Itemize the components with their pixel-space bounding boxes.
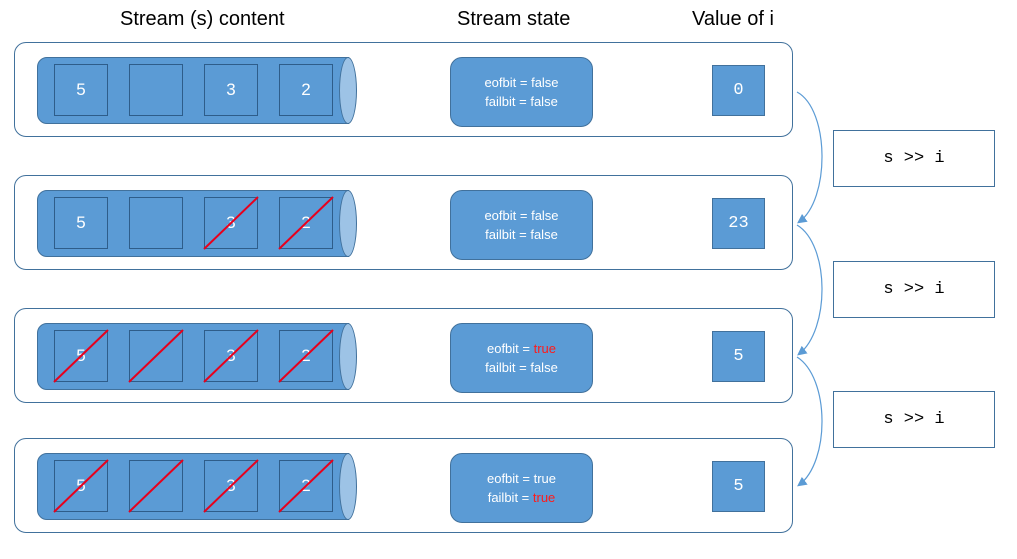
- stream-cylinder: 5 32: [37, 323, 357, 390]
- failbit-label: failbit =: [485, 227, 531, 242]
- strike-through-mark: [278, 329, 334, 383]
- stream-cylinder: 5 3 2: [37, 57, 357, 124]
- strike-through-mark: [203, 329, 259, 383]
- cylinder-cap: [339, 453, 357, 520]
- strike-through-mark: [53, 459, 109, 513]
- stream-char-value: 3: [226, 80, 236, 99]
- eofbit-label: eofbit =: [486, 471, 534, 486]
- eofbit-value: true: [533, 471, 557, 486]
- eofbit-label: eofbit =: [486, 341, 534, 356]
- cylinder-cap: [339, 190, 357, 257]
- value-of-i-box: 0: [712, 65, 765, 116]
- strike-through-mark: [278, 196, 334, 250]
- stream-char-cell: 2: [278, 459, 334, 513]
- failbit-line: failbit = false: [451, 225, 592, 244]
- stream-char-value: 5: [76, 213, 86, 232]
- failbit-label: failbit =: [485, 94, 531, 109]
- cylinder-cap: [339, 57, 357, 124]
- stream-char-value: 5: [76, 80, 86, 99]
- strike-through-mark: [128, 459, 184, 513]
- operation-box: s >> i: [833, 130, 995, 187]
- operation-box: s >> i: [833, 391, 995, 448]
- strike-through-mark: [278, 459, 334, 513]
- stream-char-value: 2: [301, 80, 311, 99]
- transition-arrow: [796, 356, 823, 487]
- operation-box: s >> i: [833, 261, 995, 318]
- stream-char-cell: 3: [203, 196, 259, 250]
- failbit-line: failbit = false: [451, 92, 592, 111]
- eofbit-line: eofbit = true: [451, 469, 592, 488]
- stream-char-cell: 5: [54, 64, 108, 116]
- eofbit-value: true: [533, 341, 557, 356]
- stream-char-cell: [129, 197, 183, 249]
- stream-char-cell: 5: [53, 329, 109, 383]
- transition-arrow: [796, 91, 823, 224]
- strike-through-mark: [128, 329, 184, 383]
- header-stream-state: Stream state: [457, 8, 571, 30]
- eofbit-value: false: [531, 208, 559, 223]
- eofbit-line: eofbit = false: [451, 73, 592, 92]
- stream-cylinder: 5 32: [37, 190, 357, 257]
- header-stream-content: Stream (s) content: [120, 8, 285, 30]
- stream-char-cell: [128, 329, 184, 383]
- cylinder-cap: [339, 323, 357, 390]
- failbit-value: false: [530, 227, 558, 242]
- eofbit-line: eofbit = false: [451, 206, 592, 225]
- value-of-i-box: 5: [712, 331, 765, 382]
- stream-char-cell: 3: [203, 329, 259, 383]
- failbit-label: failbit =: [487, 490, 533, 505]
- failbit-line: failbit = false: [451, 358, 592, 377]
- eofbit-label: eofbit =: [484, 208, 532, 223]
- stream-char-cell: 2: [278, 329, 334, 383]
- header-value-of-i: Value of i: [692, 8, 774, 30]
- failbit-value: false: [530, 360, 558, 375]
- stream-char-cell: [128, 459, 184, 513]
- transition-arrow: [796, 224, 823, 356]
- eofbit-label: eofbit =: [484, 75, 532, 90]
- failbit-value: false: [530, 94, 558, 109]
- eofbit-line: eofbit = true: [451, 339, 592, 358]
- strike-through-mark: [53, 329, 109, 383]
- strike-through-mark: [203, 196, 259, 250]
- stream-char-cell: 3: [204, 64, 258, 116]
- stream-char-cell: 5: [53, 459, 109, 513]
- failbit-line: failbit = true: [451, 488, 592, 507]
- stream-char-cell: 5: [54, 197, 108, 249]
- strike-through-mark: [203, 459, 259, 513]
- stream-char-cell: [129, 64, 183, 116]
- failbit-value: true: [532, 490, 556, 505]
- value-of-i-box: 5: [712, 461, 765, 512]
- eofbit-value: false: [531, 75, 559, 90]
- stream-char-cell: 3: [203, 459, 259, 513]
- failbit-label: failbit =: [485, 360, 531, 375]
- stream-char-cell: 2: [278, 196, 334, 250]
- stream-cylinder: 5 32: [37, 453, 357, 520]
- value-of-i-box: 23: [712, 198, 765, 249]
- stream-char-cell: 2: [279, 64, 333, 116]
